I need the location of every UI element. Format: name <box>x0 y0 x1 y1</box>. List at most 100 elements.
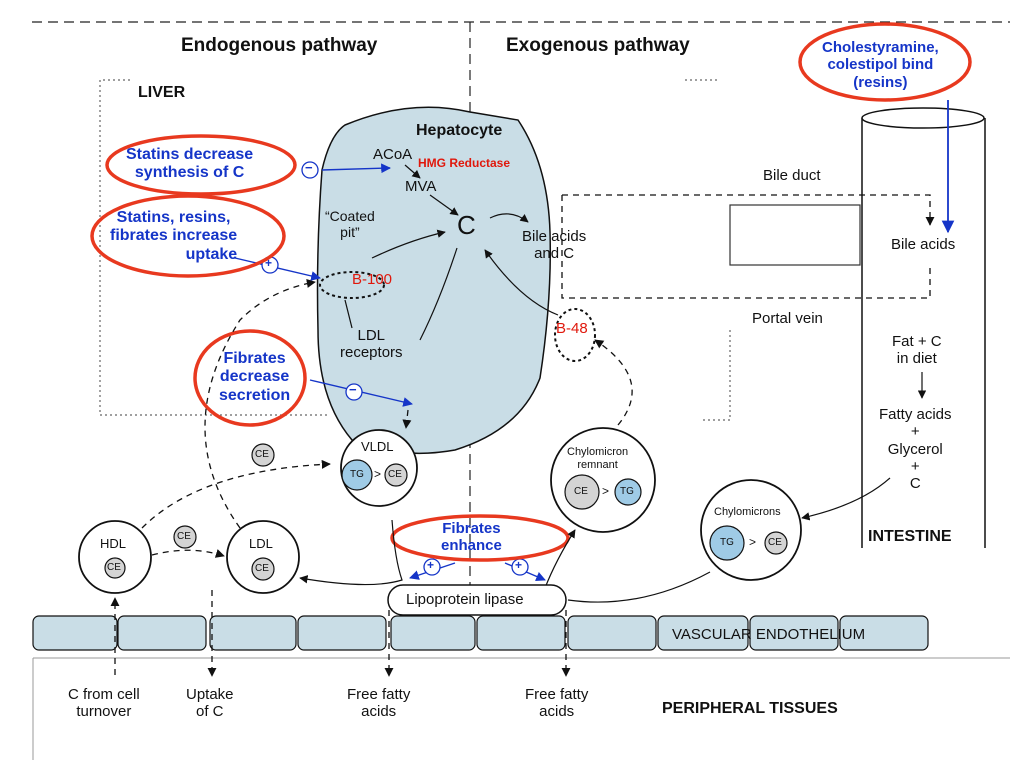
coated-pit-receptors <box>319 271 385 299</box>
hdl-ce-core <box>104 557 126 579</box>
b48-label: B-48 <box>556 320 588 337</box>
ldl-to-liver-arrow <box>204 278 316 529</box>
endothelium-cells <box>32 615 929 651</box>
vldl-tg-core <box>341 459 373 491</box>
hdl-to-ldl-arrow <box>151 549 225 558</box>
ldl-label: LDL <box>249 536 273 551</box>
remnant-ce-core <box>564 474 600 510</box>
arrow-mva-c <box>429 194 459 216</box>
plus-sign-lipase-right: + <box>515 558 523 572</box>
bile-loop-path <box>561 195 931 299</box>
vldl-secretion-arrow <box>402 409 412 429</box>
acoa-label: ACoA <box>373 146 413 163</box>
plus-sign-lipase-left: + <box>427 558 435 572</box>
ring-fibrates-secretion <box>193 329 307 427</box>
ring-statins-uptake <box>90 194 286 278</box>
portal-box <box>729 204 861 266</box>
chylo-to-lipase-curve <box>567 571 711 603</box>
chylo-gt-label: > <box>749 535 757 549</box>
vldl-tg-label: TG <box>350 469 364 480</box>
free-ce-lower <box>173 525 197 549</box>
vldl-ce-label: CE <box>388 469 402 480</box>
arrow-ldl-c <box>371 229 446 259</box>
ldl-particle <box>226 520 300 594</box>
hmg-reductase-label: HMG Reductase <box>418 156 511 170</box>
remnant-to-liver-arrow <box>594 339 633 426</box>
exogenous-header: Exogenous pathway <box>506 35 690 56</box>
ring-statins-synthesis <box>105 134 297 196</box>
arrow-b48-c <box>484 249 559 316</box>
chylo-remnant-particle <box>550 427 656 533</box>
plus-sign-uptake: + <box>265 256 273 270</box>
portal-vein-label: Portal vein <box>752 310 823 327</box>
chylomicrons-label: Chylomicrons <box>714 506 781 518</box>
chylo-tg-core <box>709 525 745 561</box>
arrow-c-bile <box>489 213 529 223</box>
plus-circle-lipase-left <box>423 558 441 576</box>
free-ce-lower-label: CE <box>177 531 191 542</box>
endogenous-header: Endogenous pathway <box>181 35 378 56</box>
hdl-ce-label: CE <box>107 562 121 573</box>
resins-note: Cholestyramine,colestipol bind(resins) <box>822 39 939 91</box>
remnant-gt-label: > <box>602 484 610 498</box>
chylo-tg-label: TG <box>720 537 734 548</box>
vldl-gt-label: > <box>374 467 382 481</box>
remnant-ce-label: CE <box>574 486 588 497</box>
exo-outline-bottom <box>700 330 731 421</box>
minus-circle-synthesis <box>301 161 319 179</box>
fatty-acids-glycerol-label: Fatty acids+Glycerol+C <box>879 406 952 492</box>
lipoprotein-lipase-pill <box>387 584 567 616</box>
cholesterol-label: C <box>457 210 476 240</box>
ldl-receptor-leader <box>344 299 353 329</box>
minus-sign-synthesis: − <box>305 160 313 175</box>
bile-acids-label: Bile acids <box>891 236 956 253</box>
bile-duct-label: Bile duct <box>763 167 821 184</box>
liver-label: LIVER <box>138 84 186 101</box>
hdl-particle <box>78 520 152 594</box>
mva-label: MVA <box>405 178 437 195</box>
intestine-top <box>861 107 985 129</box>
chylo-ce-core <box>764 531 788 555</box>
ring-resins <box>798 22 972 102</box>
vldl-ce-core <box>384 463 408 487</box>
free-ce-upper <box>251 443 275 467</box>
minus-circle-secretion <box>345 383 363 401</box>
intestine-label: INTESTINE <box>868 528 952 545</box>
b100-label: B-100 <box>352 271 393 288</box>
bile-duct-path <box>562 194 935 226</box>
intestine-to-chylo-arrow <box>801 477 891 521</box>
remnant-tg-core <box>614 478 642 506</box>
ldl-ce-core <box>251 557 275 581</box>
endothelium-label: VASCULAR ENDOTHELIUM <box>672 626 866 643</box>
free-ce-upper-label: CE <box>255 449 269 460</box>
lipoprotein-lipase-label: Lipoprotein lipase <box>406 591 524 608</box>
b48-receptors <box>554 308 596 362</box>
chylo-to-remnant-arrow <box>544 529 576 589</box>
arrow-c-vldl <box>419 247 458 341</box>
hepatocyte-cell <box>316 106 552 455</box>
peripheral-tissues-label: PERIPHERAL TISSUES <box>662 700 838 717</box>
chylo-ce-label: CE <box>768 537 782 548</box>
arrow-acoa-mva <box>404 164 421 179</box>
statin-synthesis-arrow <box>321 163 391 174</box>
minus-sign-secretion: − <box>349 382 357 397</box>
hdl-to-vldl-arrow <box>141 459 331 529</box>
hepatocyte-label: Hepatocyte <box>416 122 503 139</box>
vldl-label: VLDL <box>361 439 394 454</box>
vldl-to-ldl-arrow <box>299 519 403 586</box>
